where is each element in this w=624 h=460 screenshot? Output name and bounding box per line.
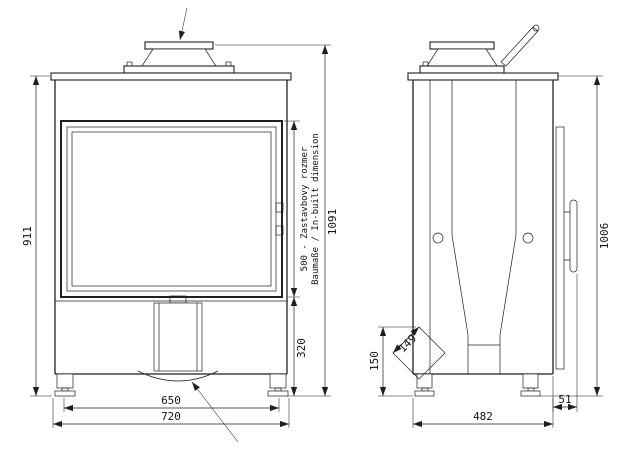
dim-diagonal: 149 [396, 332, 419, 355]
diagonal-callout-square [392, 326, 446, 380]
dim-total-height: 1091 [326, 209, 339, 236]
side-body [407, 72, 559, 375]
front-flue-collar [123, 41, 235, 74]
curved-base-front [137, 370, 219, 382]
front-legs [54, 373, 289, 397]
front-body [50, 72, 292, 375]
dim-inbuilt-label: 500 - Zastavbovy rozmer [300, 146, 310, 271]
flue-leader-line [178, 7, 188, 41]
dim-149-line [392, 326, 420, 354]
dim-inner-width: 650 [161, 394, 181, 407]
front-view [50, 7, 292, 443]
damper-lever [500, 24, 540, 67]
damper-knob [532, 24, 540, 32]
side-flue-collar [419, 41, 505, 74]
side-view [392, 24, 578, 397]
dim-plinth-height: 320 [295, 338, 308, 358]
dim-depth: 482 [473, 410, 493, 423]
dim-side-height: 1006 [598, 223, 611, 250]
front-door [60, 120, 284, 298]
dim-leg-height: 150 [368, 351, 381, 371]
door-handle [569, 199, 578, 273]
dim-body-height: 911 [21, 226, 34, 246]
door-latch-lower [275, 225, 284, 236]
front-dimensions: 911 320 500 - Zastavbovy rozmer Baumaße … [21, 44, 339, 428]
side-hole-left [432, 232, 444, 244]
front-pedestal [137, 295, 219, 382]
side-door-and-handle [555, 126, 578, 370]
door-latch-upper [275, 202, 284, 213]
side-hole-right [522, 232, 534, 244]
dim-inbuilt-translation: Baumaße / In-built dimension [311, 133, 321, 285]
dim-handle-offset: 51 [558, 393, 571, 406]
dim-total-width: 720 [161, 410, 181, 423]
side-legs [414, 373, 541, 397]
base-leader-line [191, 381, 239, 443]
